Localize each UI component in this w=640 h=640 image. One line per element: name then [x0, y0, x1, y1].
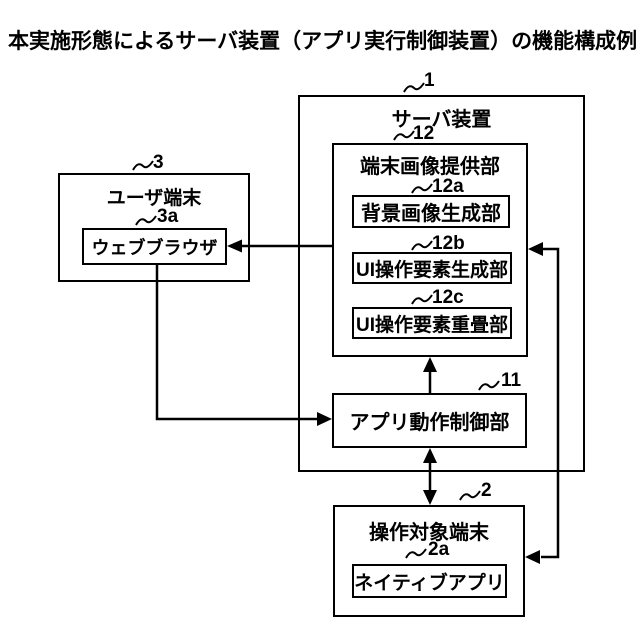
ref-numeral-3a: 3a: [157, 206, 179, 227]
ref-numeral-12b: 12b: [432, 233, 465, 254]
ref-numeral-3: 3: [153, 152, 164, 173]
web-browser-box: ウェブブラウザ: [82, 228, 227, 265]
terminal-image-provider-label: 端末画像提供部: [360, 156, 500, 178]
ref-numeral-11: 11: [501, 370, 522, 391]
arrow-browser-to-controller: [155, 265, 318, 421]
leader-1: [403, 82, 425, 93]
app-operation-controller-box: アプリ動作制御部: [332, 393, 527, 448]
background-image-generator-label: 背景画像生成部: [361, 203, 501, 225]
ref-numeral-1: 1: [424, 70, 435, 91]
leader-3: [132, 160, 154, 171]
ui-operation-element-generator-label: UI操作要素生成部: [355, 259, 508, 281]
app-operation-controller-label: アプリ動作制御部: [349, 412, 510, 434]
ref-numeral-12a: 12a: [432, 176, 464, 197]
server-device-label: サーバ装置: [391, 109, 492, 131]
ui-operation-element-superimposer-box: UI操作要素重畳部: [352, 307, 512, 339]
operation-target-terminal-label: 操作対象端末: [369, 522, 489, 544]
native-app-box: ネイティブアプリ: [352, 564, 507, 598]
background-image-generator-box: 背景画像生成部: [352, 195, 510, 228]
leader-2: [459, 490, 481, 501]
ref-numeral-2a: 2a: [428, 539, 450, 560]
operation-target-terminal-box: 操作対象端末: [333, 505, 525, 617]
web-browser-label: ウェブブラウザ: [91, 237, 218, 258]
native-app-label: ネイティブアプリ: [354, 572, 505, 594]
ref-numeral-12: 12: [413, 123, 435, 144]
ui-operation-element-generator-box: UI操作要素生成部: [352, 252, 512, 284]
ref-numeral-12c: 12c: [432, 287, 464, 308]
user-terminal-label: ユーザ端末: [106, 188, 202, 209]
ref-numeral-2: 2: [481, 480, 492, 501]
figure-title: 本実施形態によるサーバ装置（アプリ実行制御装置）の機能構成例: [8, 30, 638, 53]
ui-operation-element-superimposer-label: UI操作要素重畳部: [355, 314, 508, 336]
